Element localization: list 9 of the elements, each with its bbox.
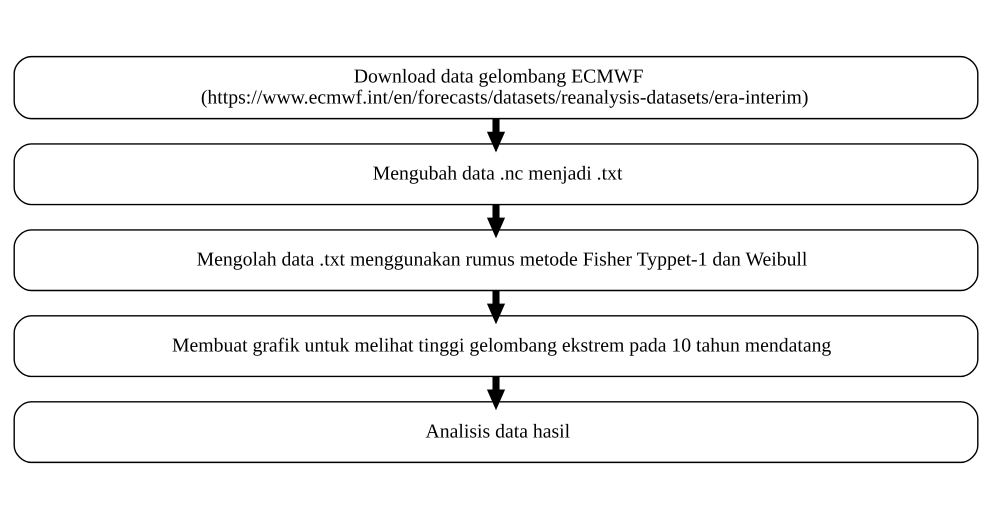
- node-box: Membuat grafik untuk melihat tinggi gelombang ekstrem pada 10 tahun mendatang: [14, 315, 978, 378]
- node-box: Mengubah data .nc menjadi .txt: [14, 143, 978, 206]
- arrow: [486, 290, 506, 324]
- node-box: Download data gelombang ECMWF (https://www.ecmwf.int/en/forecasts/datasets/reanalysis-datasets/era-interim): [14, 56, 978, 120]
- node-box: Analisis data hasil: [14, 401, 978, 464]
- arrow: [486, 376, 506, 410]
- arrow: [486, 204, 506, 238]
- node-box: Mengolah data .txt menggunakan rumus metode Fisher Typpet-1 dan Weibull: [14, 229, 978, 292]
- arrow: [486, 118, 506, 153]
